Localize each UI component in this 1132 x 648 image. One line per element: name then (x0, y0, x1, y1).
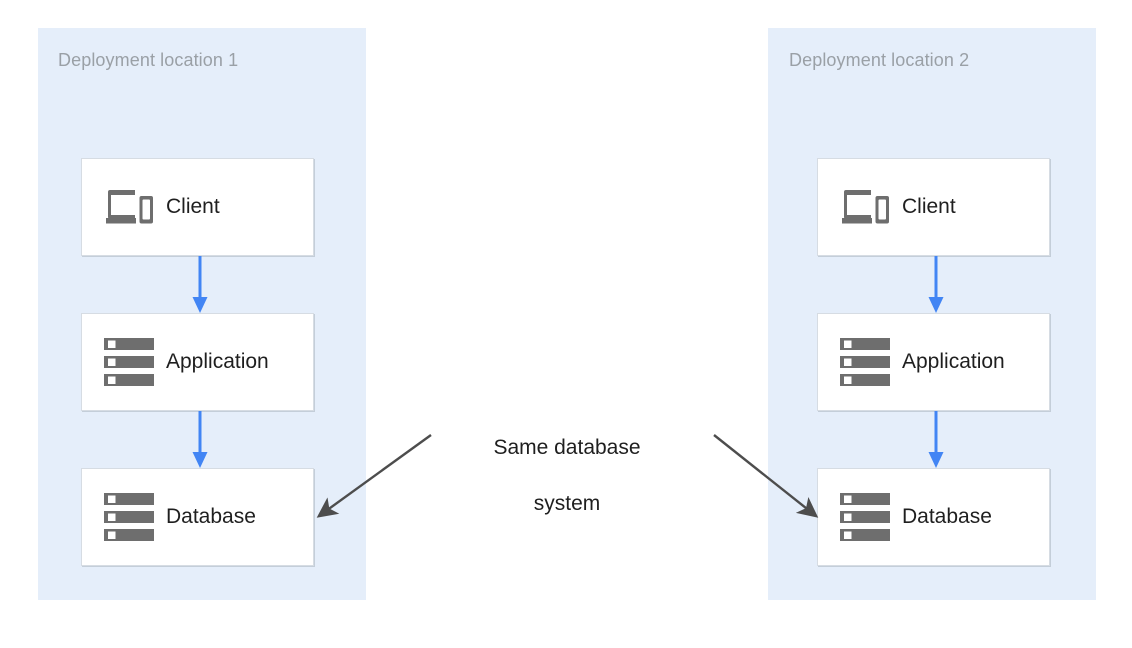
same-database-system-note-line-1: Same database (493, 436, 641, 459)
same-database-system-note-line-2: system (533, 492, 601, 515)
same-database-system-note: Same database system (417, 406, 717, 546)
flow-arrow-client-1-to-application-1 (192, 256, 208, 313)
node-database-2[interactable]: Database (817, 468, 1050, 566)
flow-arrow-application-2-to-database-2 (928, 411, 944, 468)
annotation-arrow-to-database-1 (316, 434, 432, 518)
annotation-arrow-to-database-2 (713, 434, 819, 518)
server-icon (834, 493, 896, 541)
deployment-zone-1-title: Deployment location 1 (58, 50, 239, 70)
node-database-1[interactable]: Database (81, 468, 314, 566)
node-application-1-label: Application (166, 350, 269, 373)
node-application-2[interactable]: Application (817, 313, 1050, 411)
node-client-2[interactable]: Client (817, 158, 1050, 256)
node-client-1[interactable]: Client (81, 158, 314, 256)
server-icon (834, 338, 896, 386)
node-database-1-label: Database (166, 505, 256, 528)
node-client-1-label: Client (166, 195, 220, 218)
node-database-2-label: Database (902, 505, 992, 528)
node-application-1[interactable]: Application (81, 313, 314, 411)
devices-icon (834, 188, 896, 226)
flow-arrow-application-1-to-database-1 (192, 411, 208, 468)
flow-arrow-client-2-to-application-2 (928, 256, 944, 313)
server-icon (98, 493, 160, 541)
server-icon (98, 338, 160, 386)
node-client-2-label: Client (902, 195, 956, 218)
node-application-2-label: Application (902, 350, 1005, 373)
deployment-zone-2-title: Deployment location 2 (789, 50, 970, 70)
devices-icon (98, 188, 160, 226)
